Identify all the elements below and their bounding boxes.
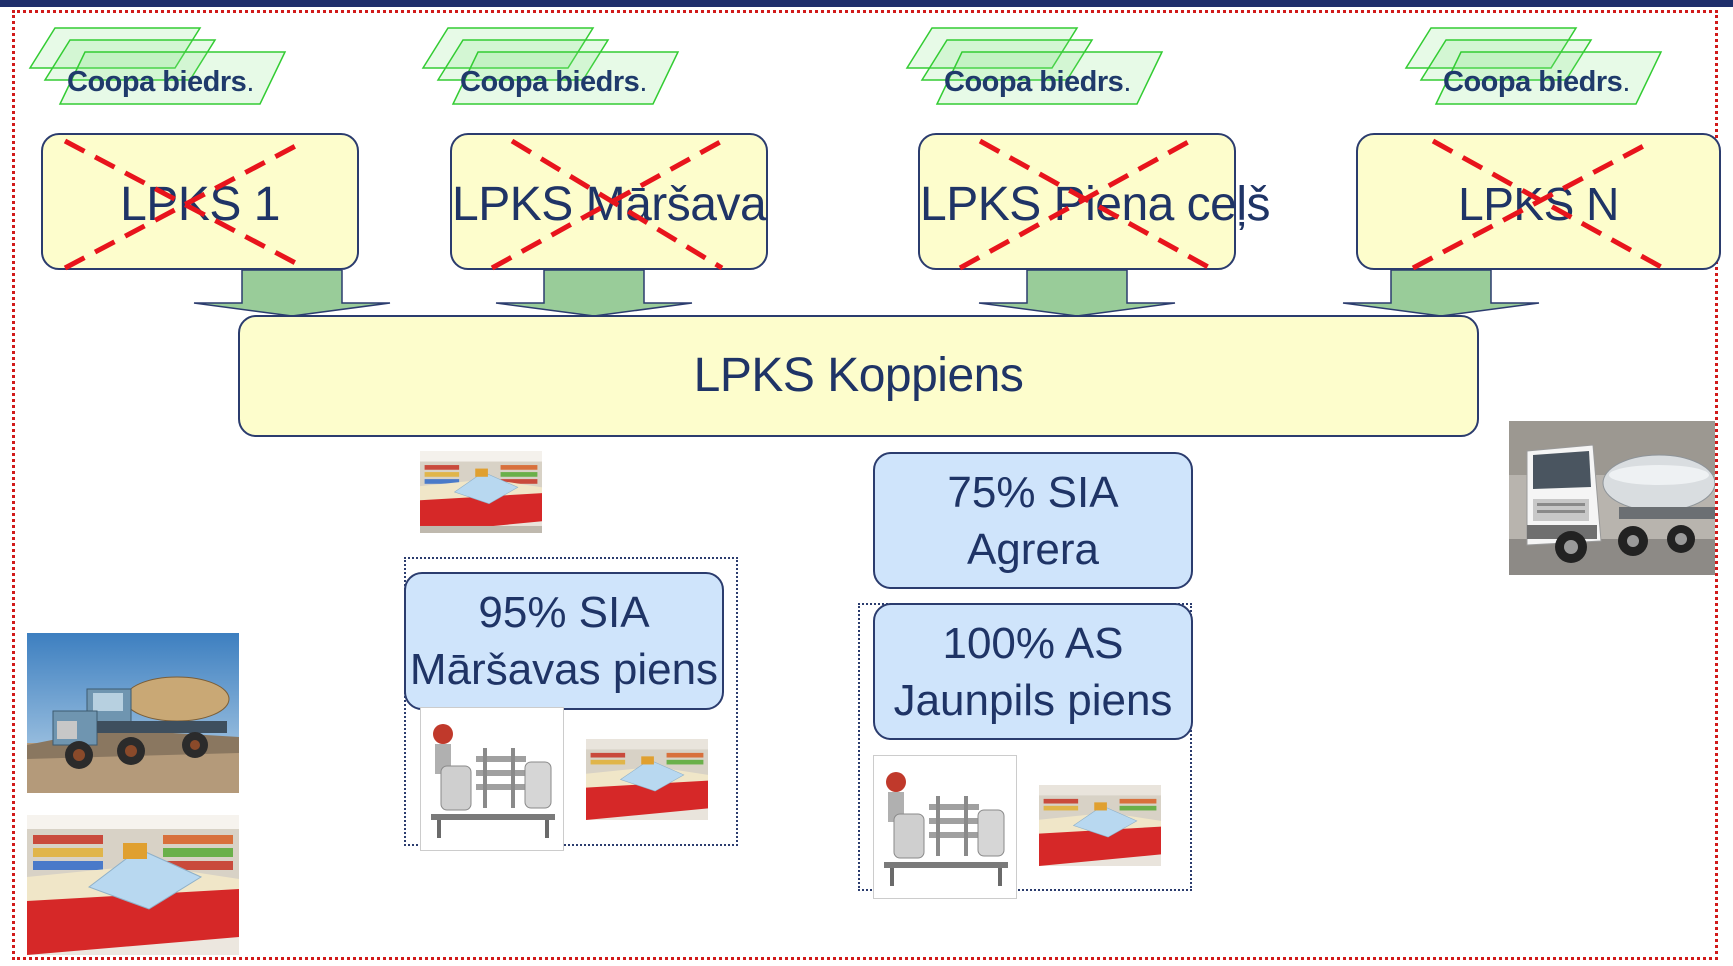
subsidiary-share: 75% SIA <box>947 468 1119 517</box>
supermarket-shelf-photo <box>27 815 239 955</box>
old-milk-truck-photo <box>27 633 239 793</box>
member-suffix: . <box>246 66 254 98</box>
subsidiary-jaunpils: 100% AS Jaunpils piens <box>873 603 1193 740</box>
coop-lpks-marsava: LPKS Māršava <box>450 133 768 271</box>
member-stack-icon <box>28 27 287 105</box>
arrow-down-icon <box>193 270 391 317</box>
coop-lpks-1: LPKS 1 <box>41 133 359 271</box>
cross-out-icon <box>490 138 724 271</box>
coop-label: LPKS Māršava <box>452 178 767 231</box>
supermarket-shelf-photo <box>1039 785 1161 866</box>
subsidiary-share: 100% AS <box>942 619 1124 668</box>
supermarket-shelf-photo <box>586 739 708 820</box>
arrow-down-icon <box>495 270 693 317</box>
coop-label: LPKS Piena ceļš <box>920 178 1271 231</box>
member-stack-icon <box>905 27 1164 105</box>
member-suffix: . <box>1622 66 1630 98</box>
member-suffix: . <box>1123 66 1131 98</box>
supermarket-shelf-photo <box>420 451 542 533</box>
marsavas-group-box <box>404 557 738 846</box>
arrow-down-icon <box>1342 270 1540 317</box>
coop-lpks-piena-cels: LPKS Piena ceļš <box>918 133 1271 271</box>
member-label: Coopa biedrs <box>460 66 640 98</box>
dairy-processing-equipment-photo <box>873 755 1017 899</box>
central-label: LPKS Koppiens <box>693 349 1024 402</box>
member-label: Coopa biedrs <box>67 66 247 98</box>
subsidiary-marsavas: 95% SIA Māršavas piens <box>404 572 724 710</box>
coop-label: LPKS 1 <box>120 178 280 231</box>
subsidiary-name: Māršavas piens <box>409 645 719 694</box>
top-bar <box>0 0 1733 7</box>
member-label: Coopa biedrs <box>944 66 1124 98</box>
member-4: Coopa biedrs. <box>1401 24 1671 109</box>
coop-lpks-n: LPKS N <box>1356 133 1721 271</box>
dairy-processing-equipment-photo <box>420 707 564 851</box>
cross-out-icon <box>1411 138 1665 271</box>
member-label: Coopa biedrs <box>1443 66 1623 98</box>
member-stack-icon <box>421 27 680 105</box>
arrow-down-icon <box>978 270 1176 317</box>
member-suffix: . <box>639 66 647 98</box>
subsidiary-name: Agrera <box>966 525 1100 574</box>
subsidiary-name: Jaunpils piens <box>893 676 1173 725</box>
modern-milk-tanker-photo <box>1509 421 1715 575</box>
member-1: Coopa biedrs. <box>25 24 295 109</box>
central-cooperative: LPKS Koppiens <box>238 315 1479 437</box>
subsidiary-agrera: 75% SIA Agrera <box>873 452 1193 589</box>
member-2: Coopa biedrs. <box>418 24 688 109</box>
subsidiary-share: 95% SIA <box>478 588 650 637</box>
member-stack-icon <box>1404 27 1663 105</box>
cross-out-icon <box>63 138 307 271</box>
slide-frame <box>12 10 1718 960</box>
member-3: Coopa biedrs. <box>902 24 1172 109</box>
cross-out-icon <box>958 138 1212 271</box>
